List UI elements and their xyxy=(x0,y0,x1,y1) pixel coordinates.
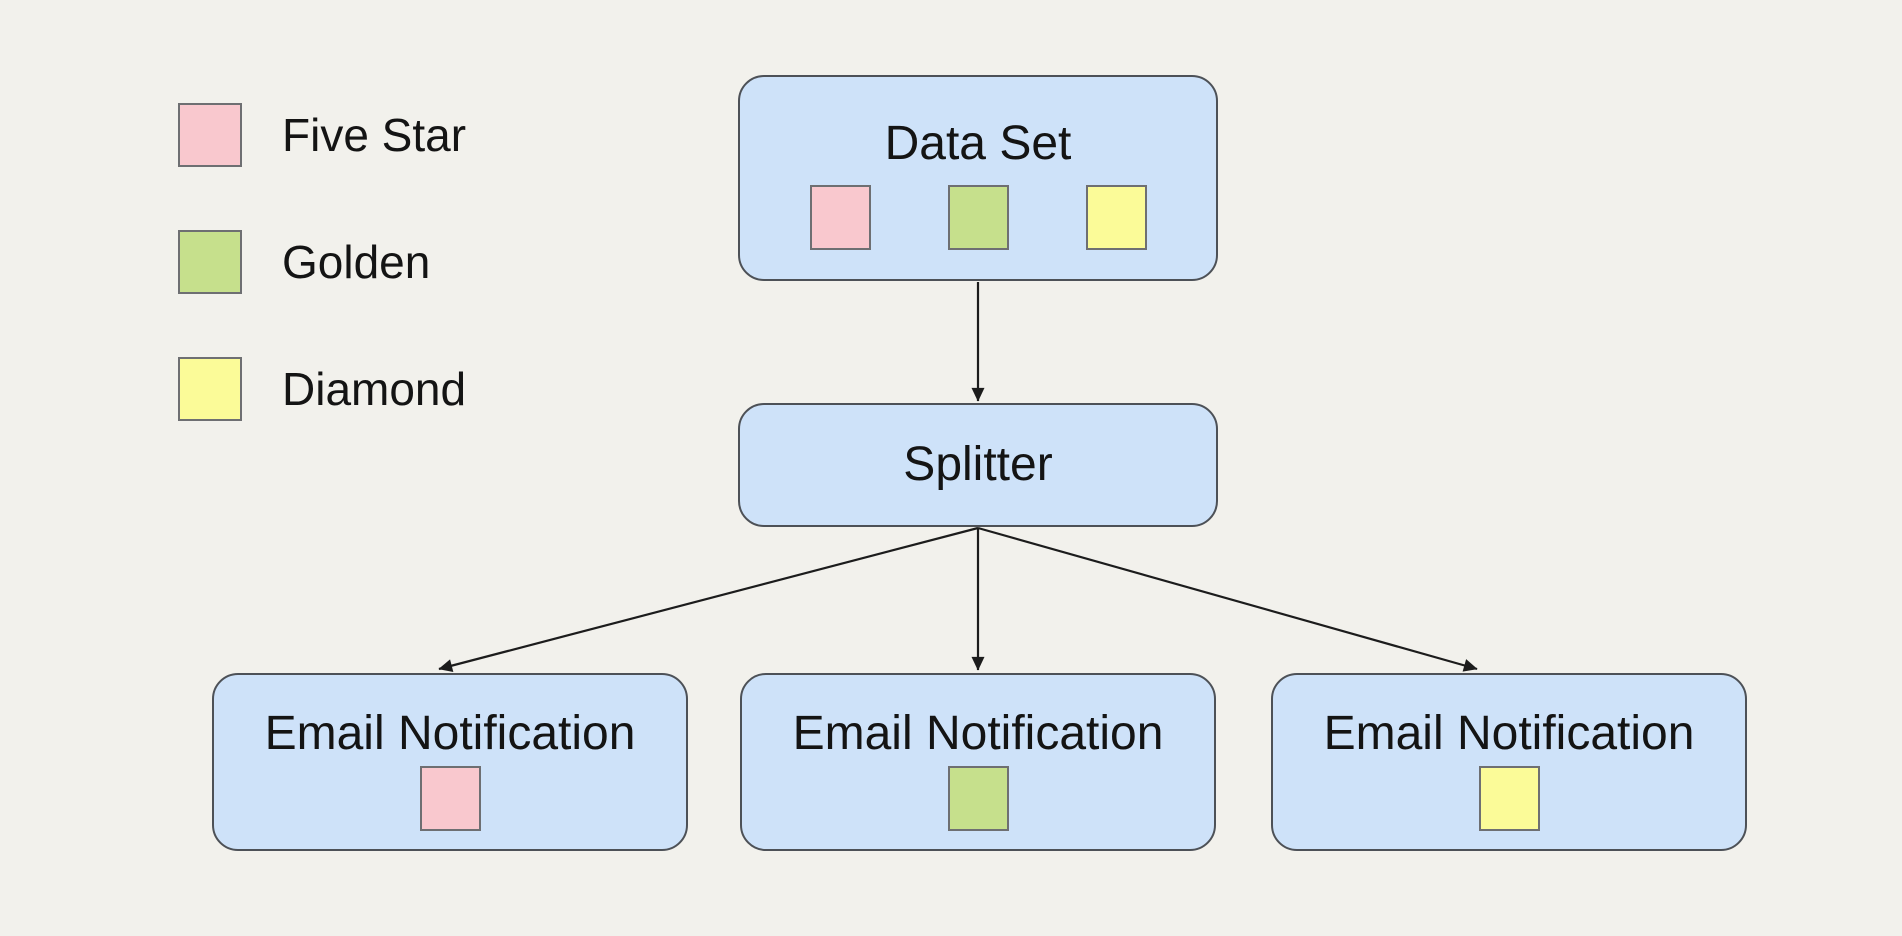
node-email-notification-five-star: Email Notification xyxy=(212,673,688,851)
data-item-diamond-icon xyxy=(1085,185,1147,251)
connector-splitter-email-right xyxy=(977,526,1478,672)
node-data-set: Data Set xyxy=(738,75,1218,281)
legend-item-five-star: Five Star xyxy=(178,103,466,167)
legend: Five Star Golden Diamond xyxy=(178,103,466,421)
connector-splitter-email-left xyxy=(438,526,979,672)
legend-label-five-star: Five Star xyxy=(282,109,467,161)
node-splitter-label: Splitter xyxy=(903,437,1053,491)
node-data-set-label: Data Set xyxy=(884,117,1072,170)
data-item-five-star-icon xyxy=(809,185,871,251)
node-email-right-label: Email Notification xyxy=(1323,707,1695,760)
diamond-swatch-icon xyxy=(178,357,242,421)
email-item-golden-icon xyxy=(947,766,1009,832)
legend-item-golden: Golden xyxy=(178,230,466,294)
data-item-golden-icon xyxy=(947,185,1009,251)
legend-item-diamond: Diamond xyxy=(178,357,466,421)
legend-label-golden: Golden xyxy=(282,236,431,288)
node-email-notification-golden: Email Notification xyxy=(740,673,1216,851)
five-star-swatch-icon xyxy=(178,103,242,167)
email-item-diamond-icon xyxy=(1478,766,1540,832)
legend-label-diamond: Diamond xyxy=(282,363,467,415)
node-splitter: Splitter xyxy=(738,403,1218,527)
node-email-left-label: Email Notification xyxy=(264,707,636,760)
golden-swatch-icon xyxy=(178,230,242,294)
data-set-items xyxy=(809,185,1147,251)
node-email-notification-diamond: Email Notification xyxy=(1271,673,1747,851)
email-item-five-star-icon xyxy=(419,766,481,832)
node-email-middle-label: Email Notification xyxy=(792,707,1164,760)
